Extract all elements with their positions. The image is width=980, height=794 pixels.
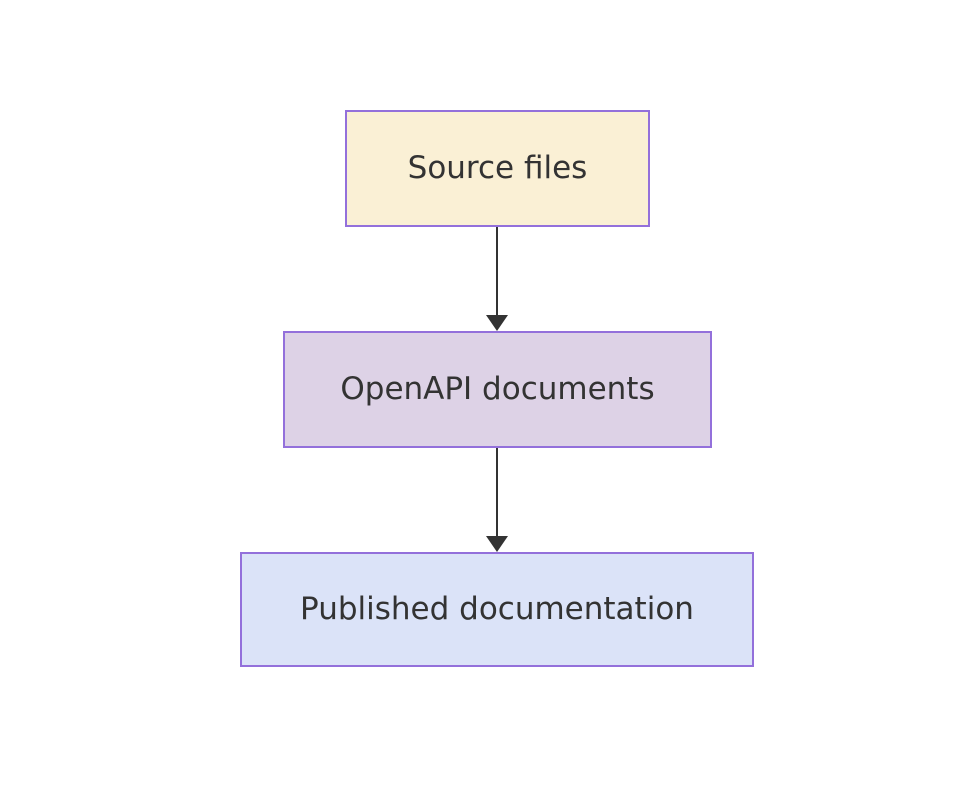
node-label-source-files: Source files: [407, 149, 588, 186]
flowchart-node-published-documentation: Published documentation: [240, 552, 754, 667]
node-label-openapi-documents: OpenAPI documents: [340, 370, 655, 407]
flowchart-node-source-files: Source files: [345, 110, 650, 227]
flow-arrow-openapi-to-published: [486, 448, 508, 552]
flow-arrow-source-to-openapi: [486, 227, 508, 331]
arrow-line: [496, 448, 498, 536]
arrow-head-icon: [486, 315, 508, 331]
flowchart-node-openapi-documents: OpenAPI documents: [283, 331, 712, 448]
node-label-published-documentation: Published documentation: [300, 590, 694, 627]
arrow-line: [496, 227, 498, 315]
arrow-head-icon: [486, 536, 508, 552]
